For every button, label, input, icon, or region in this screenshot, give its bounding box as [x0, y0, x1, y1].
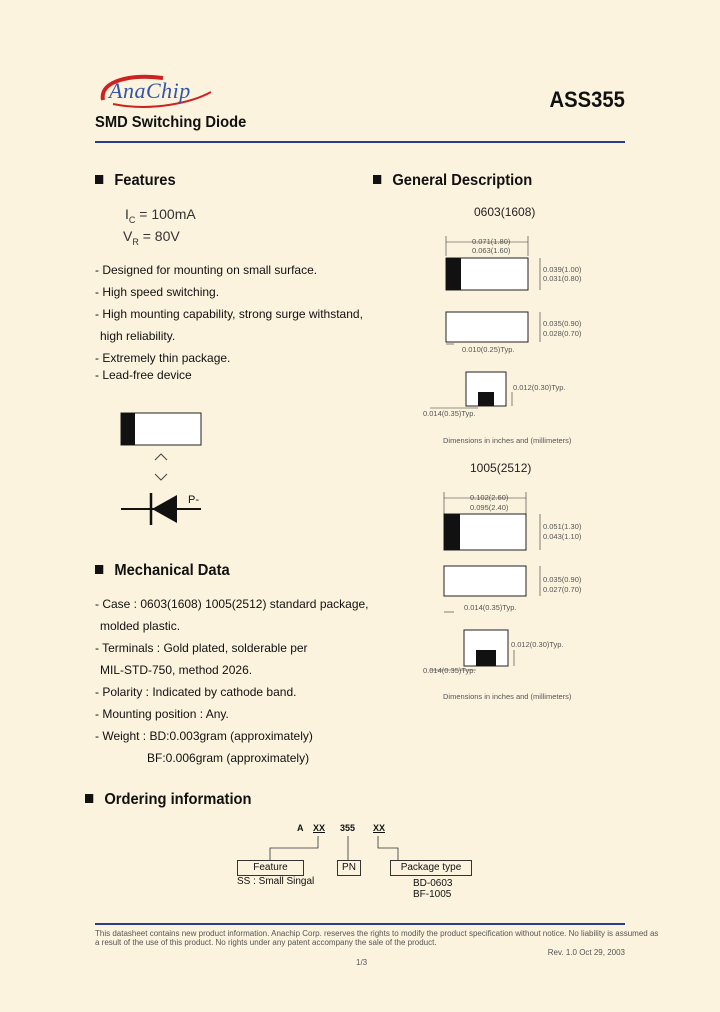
ordering-heading: Ordering information: [85, 791, 252, 809]
arrow-up-icon: [154, 453, 168, 461]
dimension-note: Dimensions in inches and (millimeters): [443, 692, 572, 701]
dim-label: 0.014(0.35)Typ.: [423, 409, 476, 418]
header-rule: [95, 141, 625, 143]
dim-label: 0.028(0.70): [543, 329, 582, 338]
list-item: - High mounting capability, strong surge…: [95, 307, 363, 321]
list-item: - Designed for mounting on small surface…: [95, 263, 318, 277]
diode-symbol-icon: [121, 493, 201, 525]
diode-label: P-: [188, 494, 199, 506]
package-note: BD-0603: [413, 878, 453, 889]
dim-label: 0.014(0.35)Typ.: [464, 603, 517, 612]
list-item: - Polarity : Indicated by cathode band.: [95, 685, 297, 699]
dim-label: 0.027(0.70): [543, 585, 582, 594]
list-item: - High speed switching.: [95, 285, 220, 299]
features-list: - Designed for mounting on small surface…: [95, 259, 363, 369]
package-type-box: Package type: [390, 860, 472, 876]
dim-label: 0.012(0.30)Typ.: [511, 640, 564, 649]
bullet-square-icon: [85, 794, 94, 803]
bullet-square-icon: [95, 565, 104, 574]
dim-label: 0.102(2.60): [470, 493, 509, 502]
dim-label: 0.010(0.25)Typ.: [462, 345, 515, 354]
dim-label: 0.014(0.35)Typ.: [423, 666, 476, 675]
diode-package-figure: [120, 412, 202, 525]
bullet-square-icon: [95, 175, 104, 184]
arrow-down-icon: [154, 473, 168, 481]
logo-swoosh-icon: [100, 74, 212, 108]
list-item: BF:0.006gram (approximately): [147, 751, 310, 765]
spec-voltage: VR = 80V: [123, 228, 180, 247]
mechanical-list: - Case : 0603(1608) 1005(2512) standard …: [95, 593, 369, 769]
page-subtitle: SMD Switching Diode: [95, 114, 247, 131]
bullet-square-icon: [373, 175, 382, 184]
code-prefix: A: [297, 823, 304, 833]
mechanical-heading: Mechanical Data: [95, 562, 230, 580]
list-item: molded plastic.: [100, 619, 181, 633]
pkg2-title: 1005(2512): [470, 461, 532, 475]
general-heading: General Description: [373, 172, 532, 190]
footer-rule: [95, 923, 625, 925]
feature-note: SS : Small Singal: [237, 876, 315, 887]
dim-label: 0.095(2.40): [470, 503, 509, 512]
revision-date: Rev. 1.0 Oct 29, 2003: [547, 948, 625, 957]
list-item: - Mounting position : Any.: [95, 707, 229, 721]
dim-label: 0.035(0.90): [543, 319, 582, 328]
list-item: - Lead-free device: [95, 368, 192, 382]
dim-label: 0.071(1.80): [472, 237, 511, 246]
dim-label: 0.063(1.60): [472, 246, 511, 255]
pkg1-dimension-drawing: [430, 236, 541, 409]
list-item: - Extremely thin package.: [95, 351, 231, 365]
pn-box: PN: [337, 860, 361, 876]
dim-label: 0.043(1.10): [543, 532, 582, 541]
dimension-note: Dimensions in inches and (millimeters): [443, 436, 572, 445]
list-item: - Terminals : Gold plated, solderable pe…: [95, 641, 308, 655]
dim-label: 0.012(0.30)Typ.: [513, 383, 566, 392]
footer-disclaimer-line1: This datasheet contains new product info…: [95, 929, 659, 938]
list-item: MIL-STD-750, method 2026.: [100, 663, 253, 677]
code-pn: 355: [340, 823, 356, 833]
logo-text: AnaChip: [109, 78, 191, 103]
features-heading: Features: [95, 172, 176, 190]
footer-disclaimer-line2: a result of the use of this product. No …: [95, 938, 437, 947]
list-item: - Case : 0603(1608) 1005(2512) standard …: [95, 597, 369, 611]
dim-label: 0.031(0.80): [543, 274, 582, 283]
dim-label: 0.039(1.00): [543, 265, 582, 274]
spec-current: IC = 100mA: [125, 206, 196, 225]
pkg2-dimension-drawing: [430, 492, 541, 671]
page-number: 1/3: [356, 958, 368, 967]
list-item: - Weight : BD:0.003gram (approximately): [95, 729, 313, 743]
part-number: ASS355: [549, 87, 625, 112]
feature-box: Feature: [237, 860, 304, 876]
code-package: XX: [373, 823, 386, 833]
package-note: BF-1005: [413, 889, 452, 900]
dim-label: 0.035(0.90): [543, 575, 582, 584]
code-feature: XX: [313, 823, 326, 833]
dim-label: 0.051(1.30): [543, 522, 582, 531]
ordering-connectors: [269, 836, 399, 860]
company-logo: AnaChip: [93, 72, 218, 114]
list-item: high reliability.: [100, 329, 176, 343]
pkg1-title: 0603(1608): [474, 205, 536, 219]
